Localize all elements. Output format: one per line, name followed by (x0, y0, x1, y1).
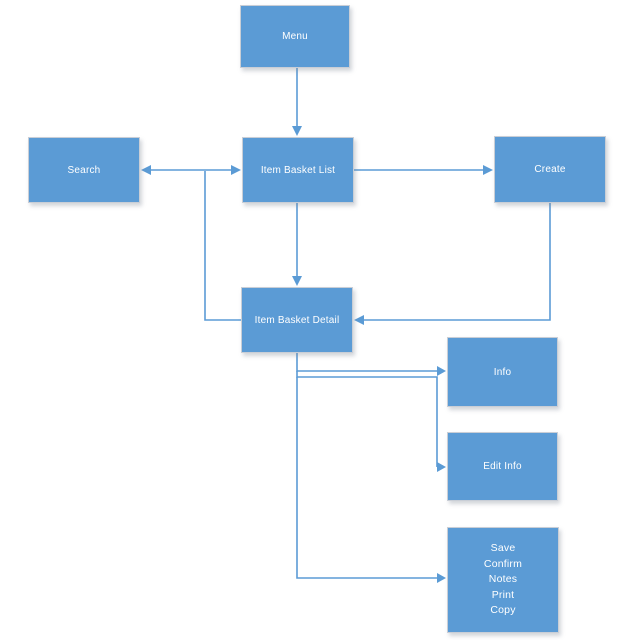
edge-item-basket-list-search-bidirectional (141, 165, 241, 175)
node-create: Create (494, 136, 606, 203)
node-detail-actions-line: Notes (488, 573, 518, 586)
node-edit-info-label: Edit Info (483, 461, 522, 472)
edge-item-basket-detail-to-search-join (204, 171, 241, 321)
node-info: Info (447, 337, 558, 407)
node-menu: Menu (240, 5, 350, 68)
edge-menu-to-item-basket-list (292, 68, 302, 136)
arrowhead-down-icon (292, 126, 302, 136)
arrowhead-left-icon (141, 165, 151, 175)
node-search: Search (28, 137, 140, 203)
arrowhead-down-icon (292, 276, 302, 286)
arrowhead-right-icon (437, 573, 446, 583)
node-create-label: Create (534, 164, 566, 175)
arrowhead-left-icon (354, 315, 364, 325)
node-detail-actions: Save Confirm Notes Print Copy (447, 527, 559, 633)
node-detail-actions-line: Confirm (483, 557, 523, 570)
edge-item-basket-list-to-create (354, 165, 493, 175)
node-edit-info: Edit Info (447, 432, 558, 501)
arrowhead-right-icon (437, 462, 446, 472)
node-info-label: Info (493, 366, 512, 378)
arrowhead-right-icon (483, 165, 493, 175)
edge-item-basket-detail-to-actions (296, 377, 446, 583)
arrowhead-right-icon (231, 165, 241, 175)
node-item-basket-list-label: Item Basket List (260, 164, 336, 176)
node-detail-actions-line: Print (491, 588, 515, 601)
edge-item-basket-detail-to-info (296, 353, 446, 376)
node-item-basket-list: Item Basket List (242, 137, 354, 203)
node-detail-actions-line: Copy (490, 604, 516, 617)
edge-item-basket-list-to-item-basket-detail (292, 203, 302, 286)
edge-create-to-item-basket-detail (354, 203, 551, 325)
node-detail-actions-line: Save (490, 542, 516, 555)
node-menu-label: Menu (282, 31, 308, 42)
node-search-label: Search (67, 164, 101, 176)
arrowhead-right-icon (437, 366, 446, 376)
node-item-basket-detail: Item Basket Detail (241, 287, 353, 353)
node-item-basket-detail-label: Item Basket Detail (254, 314, 340, 326)
edge-item-basket-detail-to-edit-info (296, 371, 446, 472)
